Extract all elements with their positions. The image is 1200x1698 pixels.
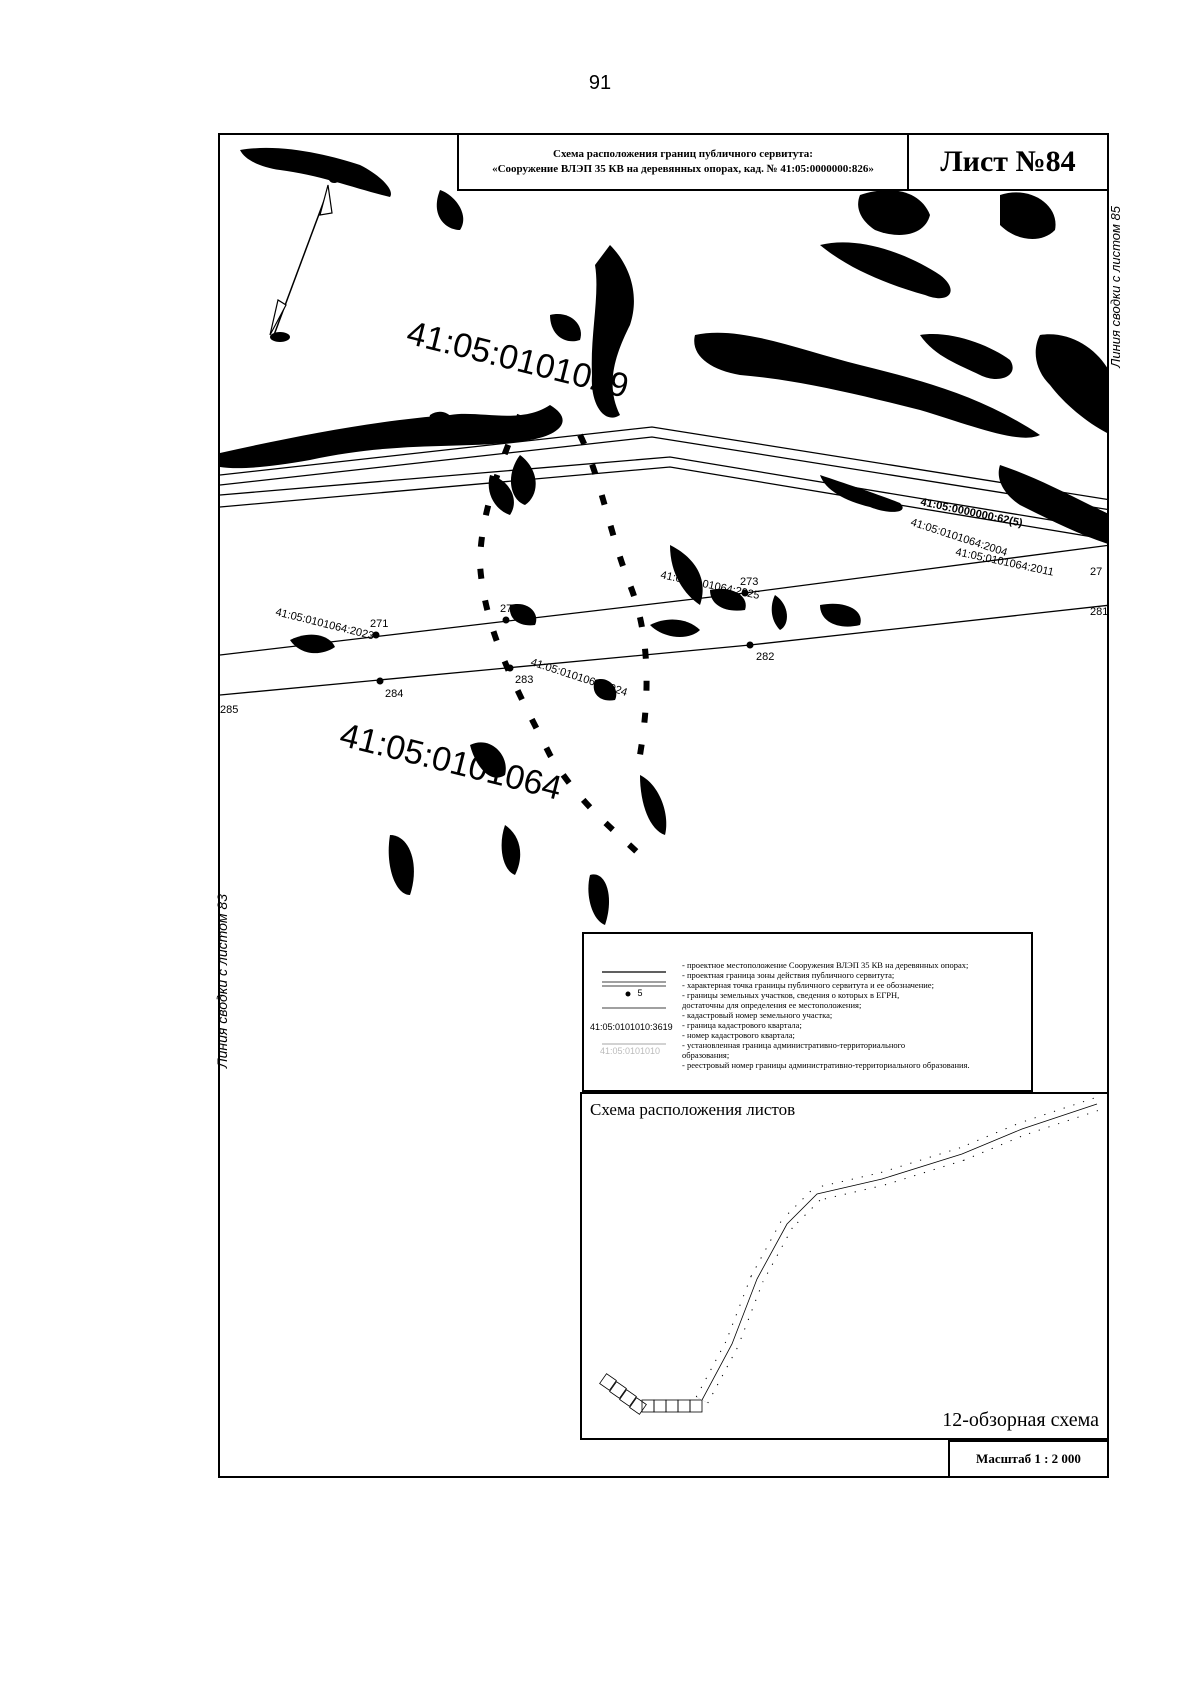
legend-item: - граница кадастрового квартала;: [682, 1020, 802, 1030]
parcel-label-2023: 41:05:0101064:2023: [274, 606, 375, 642]
parcel-label-2024: 41:05:0101064:2024: [529, 656, 629, 699]
legend-item: достаточны для определения ее местополож…: [682, 1000, 862, 1010]
map-labels: 41:05:0101029 41:05:0101064 41:05:000000…: [220, 314, 1108, 808]
legend-item: - номер кадастрового квартала;: [682, 1030, 795, 1040]
map-canvas: С 41:05:0101029 41:05:0101064 41:05:0000…: [220, 147, 1108, 925]
overview-caption: 12-обзорная схема: [942, 1409, 1099, 1431]
title-line-2: «Сооружение ВЛЭП 35 КВ на деревянных опо…: [492, 163, 874, 175]
point-272: 272: [500, 603, 518, 615]
boundary-points: [372, 589, 754, 685]
svg-text:С: С: [328, 170, 340, 187]
legend-quarter-symbol: 41:05:0101010: [599, 1046, 661, 1056]
legend-item: образования;: [682, 1050, 730, 1060]
sheet-overview: Схема расположения листов 12-обзорная сх…: [580, 1092, 1109, 1440]
quarter-label-1064: 41:05:0101064: [336, 716, 565, 808]
sheet-number: Лист №84: [907, 133, 1109, 191]
left-side-label: Линия сводки с листом 83: [214, 894, 230, 1068]
scale-label: Масштаб 1 : 2 000: [948, 1440, 1109, 1478]
legend: 5 41:05:0101010:3619 41:05:0101010 - про…: [582, 932, 1033, 1092]
point-273: 273: [740, 576, 758, 588]
legend-item: - проектная граница зоны действия публич…: [682, 970, 895, 980]
legend-item: - реестровый номер границы административ…: [682, 1060, 970, 1070]
legend-item: - границы земельных участков, сведения о…: [682, 990, 900, 1000]
power-line-corridor: [220, 426, 1107, 696]
point-283: 283: [515, 674, 533, 686]
north-arrow-icon: С: [269, 170, 340, 342]
legend-item: - кадастровый номер земельного участка;: [682, 1010, 833, 1020]
legend-item: - характерная точка границы публичного с…: [682, 980, 934, 990]
point-271: 271: [370, 618, 388, 630]
point-284: 284: [385, 688, 403, 700]
legend-item: - проектное местоположение Сооружения ВЛ…: [682, 960, 969, 970]
point-282: 282: [756, 651, 774, 663]
page-number: 91: [588, 72, 612, 94]
legend-parcel-symbol: 41:05:0101010:3619: [590, 1022, 673, 1032]
legend-symbols: [602, 971, 666, 1045]
overview-route: [599, 1097, 1100, 1415]
legend-point-symbol: 5: [637, 988, 643, 998]
point-285: 285: [220, 704, 238, 716]
right-side-label: Линия сводки с листом 85: [1108, 206, 1123, 368]
point-281: 281: [1090, 606, 1108, 618]
title-line-1: Схема расположения границ публичного сер…: [553, 148, 813, 160]
point-27: 27: [1090, 566, 1102, 578]
overview-title: Схема расположения листов: [590, 1100, 796, 1119]
legend-item: - установленная граница административно-…: [682, 1040, 906, 1050]
title-box: Схема расположения границ публичного сер…: [457, 133, 909, 191]
